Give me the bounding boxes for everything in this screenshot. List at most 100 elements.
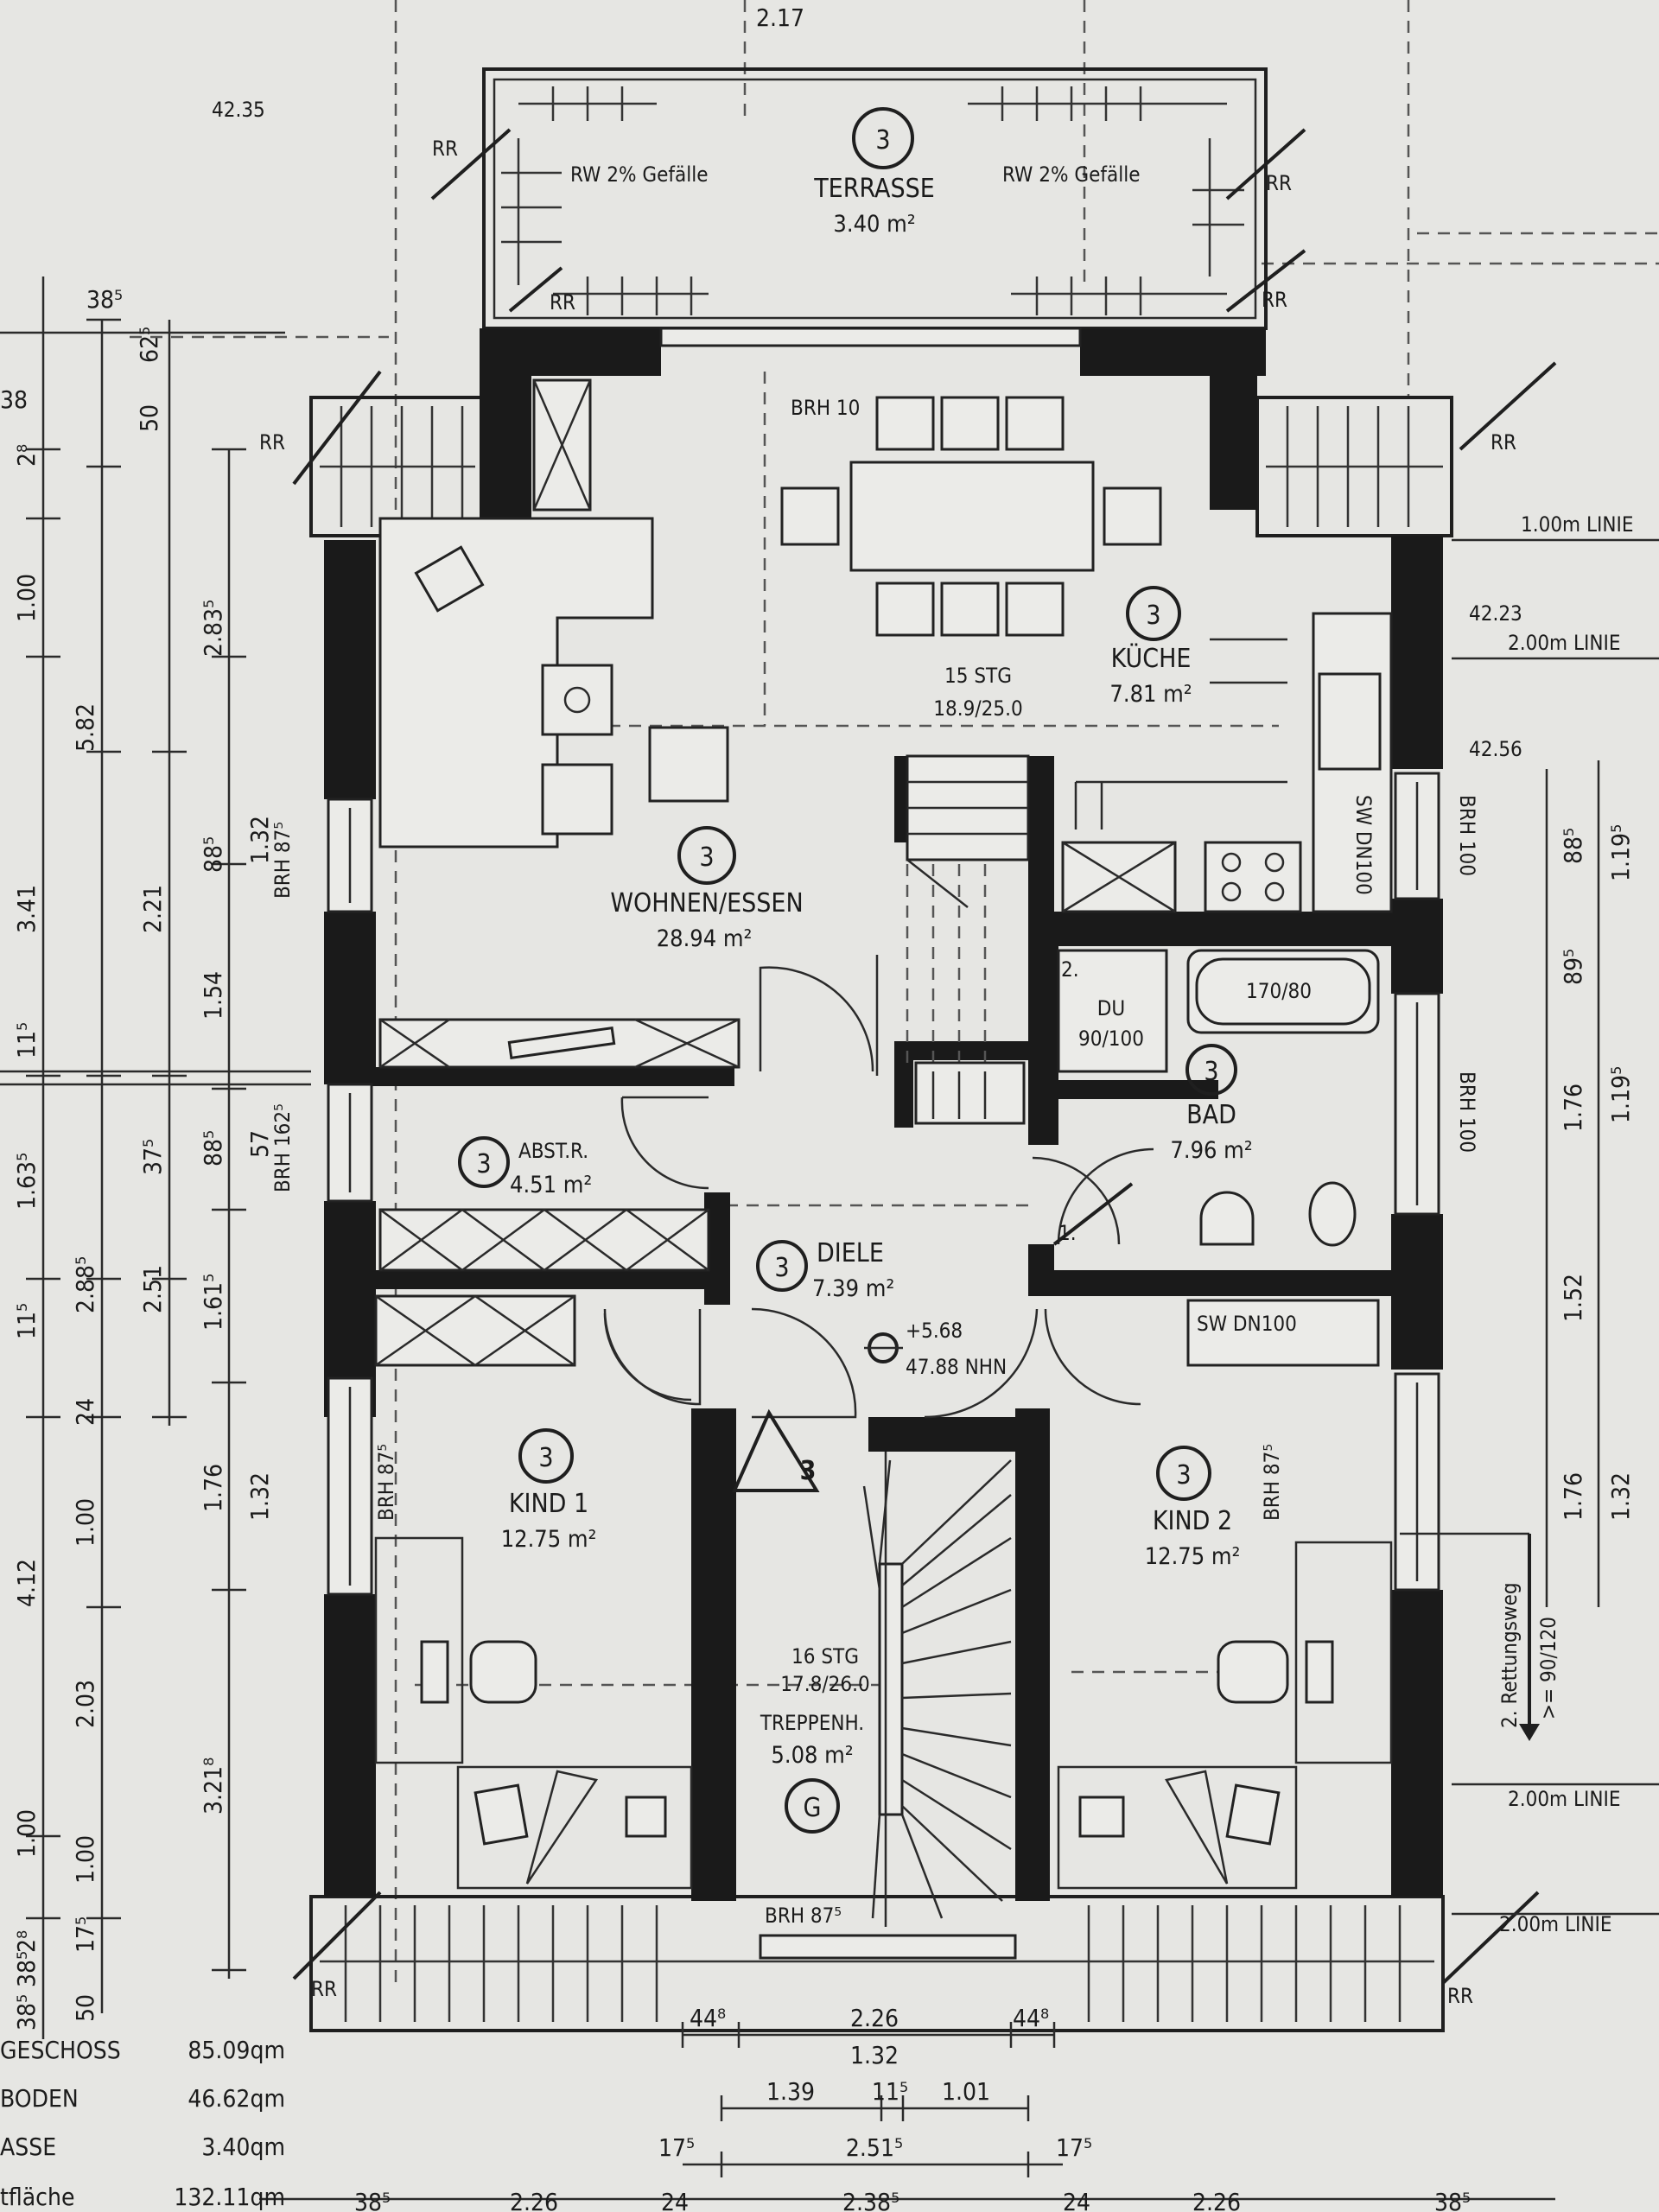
elevation-label: 42.56 [1469,737,1522,761]
room-name: TERRASSE [813,174,935,204]
dim-label: 2.21 [138,885,167,933]
room-name: TREPPENH. [760,1711,864,1735]
dim-label: 17⁵ [71,1916,99,1953]
dim-label: 2⁸ [12,1930,41,1953]
summary-label: ASSE [0,2133,56,2161]
footer-dimensions: 38⁵ 2.26 24 2.38⁵ 24 2.26 38⁵ [354,2188,1471,2212]
room-badge-icon [785,1778,840,1834]
terrace-labels: RR RR RR RR RW 2% Gefälle RW 2% Gefälle … [432,107,1292,315]
walls [324,328,1443,1901]
living-labels: 3 WOHNEN/ESSEN 28.94 m² [610,826,804,952]
tub-size: 170/80 [1246,979,1312,1003]
bath-labels: 2. DU 90/100 170/80 3 BAD 7.96 m² 1. SW … [1058,957,1380,1367]
room-area: 12.75 m² [501,1526,597,1553]
dim-label: 88⁵ [1559,828,1587,864]
windows [327,327,1440,1960]
stairs-upper [906,754,1030,1125]
dim-label: 2.38⁵ [842,2188,899,2212]
dim-label: 24 [71,1398,99,1426]
summary-value: 46.62qm [188,2084,285,2113]
door-number: 1. [1058,1221,1077,1245]
dim-label: 17⁵ [658,2133,695,2162]
dimension-labels-left: 38⁵ 62⁵ 50 2⁸ 38 1.00 5.82 2.83⁵ 3.41 2.… [0,285,274,2031]
dim-label: 44⁸ [690,2004,726,2032]
brh-label: BRH 10 [791,396,860,420]
room-badge: 3 [774,1253,789,1283]
dim-label: 38⁵ [12,1994,41,2031]
line-label: 2.00m LINIE [1508,1787,1621,1811]
rr-label: RR [1266,171,1292,195]
dim-label: 2.51⁵ [846,2133,903,2162]
dim-label: 1.19⁵ [1606,1066,1635,1123]
dim-label: 1.76 [199,1464,227,1512]
dim-label: 24 [661,2188,689,2212]
brh-label: BRH 87⁵ [765,1904,842,1928]
dim-label: 1.61⁵ [199,1274,227,1331]
dim-label: 1.52 [1559,1274,1587,1322]
dim-label: 2.88⁵ [71,1256,99,1313]
stairs-upper-labels: 15 STG 18.9/25.0 BRH 10 [791,396,1023,721]
room-badge: 3 [1176,1460,1191,1491]
dim-label: 1.76 [1559,1084,1587,1132]
dim-label: 38⁵ [1434,2188,1471,2212]
dim-label: 1.01 [942,2077,990,2106]
dim-label: 1.76 [1559,1472,1587,1521]
brh-label: BRH 100 [1455,795,1479,876]
dim-label: 2.26 [510,2188,558,2212]
dim-label: 24 [1063,2188,1090,2212]
room-badge-icon [677,826,736,885]
dim-label: 11⁵ [12,1022,41,1058]
room-badge: 3 [699,842,714,873]
dim-label: 2⁸ [12,444,41,467]
room-name: ABST.R. [518,1139,588,1163]
room-area: 5.08 m² [771,1742,853,1769]
room-badge-icon [852,107,914,169]
brh-labels: BRH 87⁵ BRH 162⁵ BRH 87⁵ BRH 100 BRH 100… [270,795,1479,1521]
arrow-down-icon [1519,1724,1540,1741]
dim-label: 1.32 [850,2041,899,2069]
brh-label: BRH 87⁵ [374,1444,398,1521]
summary-value: 85.09qm [188,2036,285,2064]
kitchen-labels: 3 KÜCHE 7.81 m² SW DN100 [1109,586,1376,895]
rw-gefaelle-right: RW 2% Gefälle [1002,162,1140,187]
dim-label: 50 [135,404,163,432]
room-area: 28.94 m² [657,925,753,952]
area-summary: GESCHOSS 85.09qm BODEN 46.62qm ASSE 3.40… [0,2036,285,2211]
dim-label: 89⁵ [1559,949,1587,985]
shower-size: 90/100 [1078,1027,1144,1051]
room-name: BAD [1186,1100,1236,1130]
dim-label: 5.82 [71,703,99,752]
room-area: 7.96 m² [1170,1137,1252,1164]
dim-label: 1.00 [12,1809,41,1858]
line-label: 1.00m LINIE [1521,512,1634,537]
parapet-left-top: RR [259,370,486,537]
brh-label: BRH 100 [1455,1071,1479,1153]
dimension-lines-bottom [259,2022,1555,2201]
room-name: KIND 2 [1153,1506,1232,1536]
brh-label: BRH 87⁵ [1260,1444,1284,1521]
stairwell: 16 STG 17.8/26.0 TREPPENH. 5.08 m² G BRH… [760,1452,1012,1928]
kid1-room: 3 KIND 1 12.75 m² [374,1294,693,1890]
brh-label: BRH 162⁵ [270,1103,295,1192]
hall: 3 DIELE 7.39 m² +5.68 47.88 NHN 3 [603,1238,1141,1492]
room-area: 12.75 m² [1145,1543,1241,1570]
room-badge-icon [458,1136,510,1188]
dim-label: 2.51 [138,1265,167,1313]
room-badge-icon [1126,586,1181,641]
steps-count: 15 STG [944,664,1012,688]
dim-label: 1.00 [71,1835,99,1884]
dim-label: 57 [245,1130,274,1158]
dim-label: 1.32 [245,816,274,864]
rr-label: RR [1262,288,1287,312]
room-badge-icon [1185,1044,1237,1096]
room-name: WOHNEN/ESSEN [610,888,803,918]
dim-label: 1.19⁵ [1606,824,1635,881]
dim-label: 1.54 [199,971,227,1020]
room-name: KÜCHE [1111,643,1192,674]
room-name: KIND 1 [509,1489,588,1519]
dim-label: 88⁵ [199,1130,227,1166]
storage: 3 ABST.R. 4.51 m² [378,1096,710,1272]
dim-label: 1.32 [1606,1472,1635,1521]
dim-label: 3.21⁸ [199,1758,227,1815]
